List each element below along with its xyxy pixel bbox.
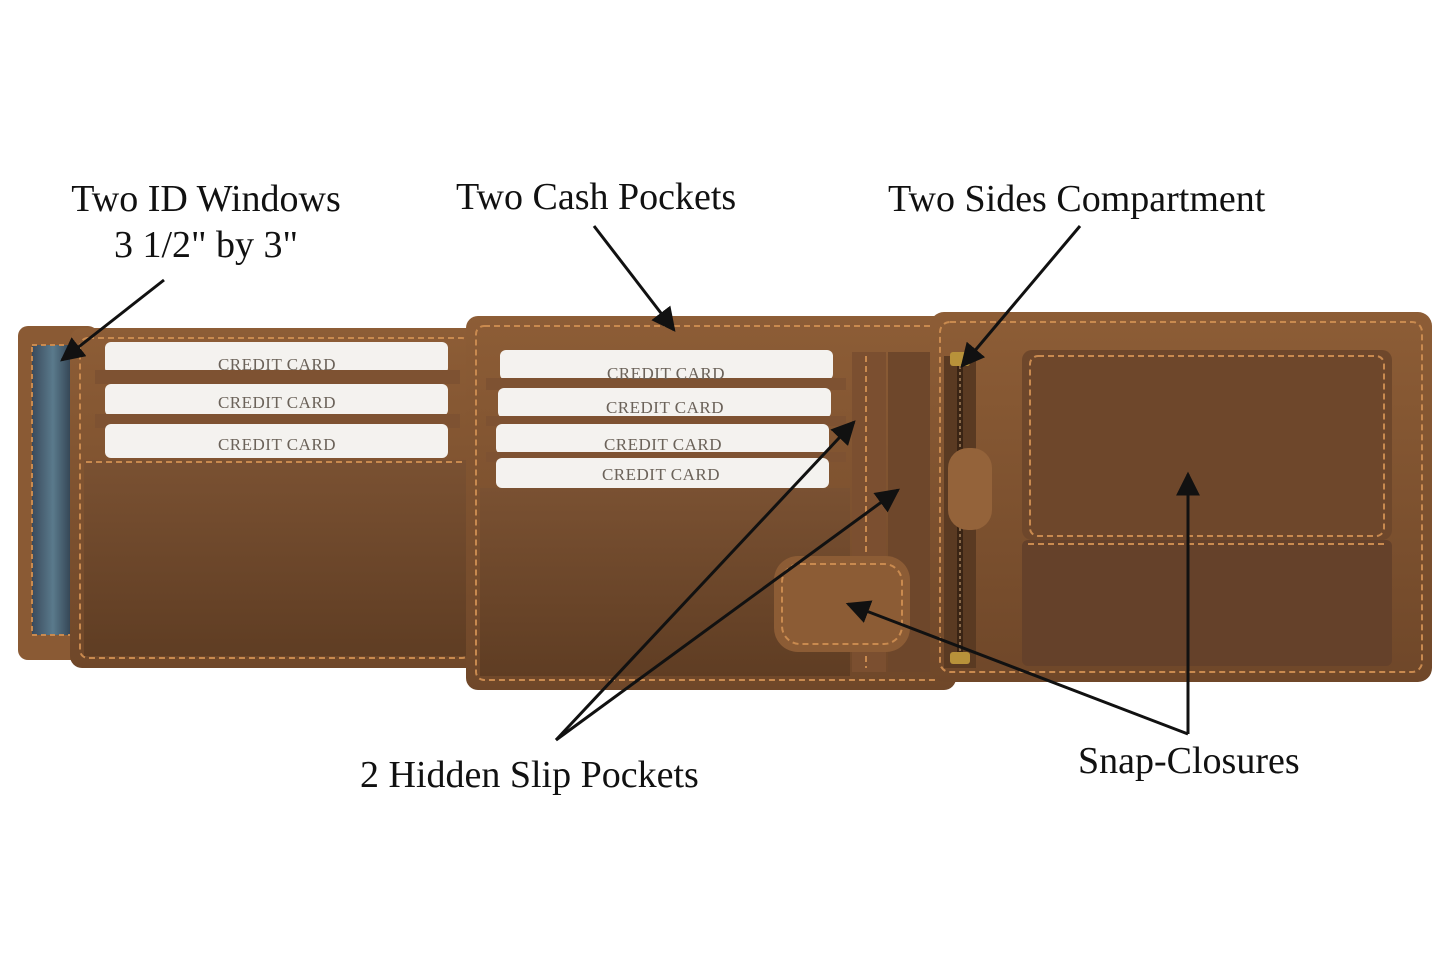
snap-closures-annotation: Snap-Closures bbox=[1078, 740, 1300, 782]
middle-card-slot: CREDIT CARD bbox=[486, 350, 846, 390]
middle-card-slot: CREDIT CARD bbox=[496, 458, 829, 488]
credit-card-label: CREDIT CARD bbox=[218, 435, 336, 454]
left-card-slot: CREDIT CARD bbox=[105, 424, 448, 458]
arrow-sides-compartment bbox=[960, 225, 1082, 368]
credit-card-label: CREDIT CARD bbox=[602, 465, 720, 484]
id-windows-title: Two ID Windows bbox=[71, 178, 341, 220]
cash-pockets-annotation: Two Cash Pockets bbox=[456, 176, 737, 218]
arrow-hidden-slip-1 bbox=[554, 420, 856, 742]
credit-card-label: CREDIT CARD bbox=[218, 355, 336, 374]
arrow-hidden-slip-2 bbox=[555, 488, 900, 742]
sides-compartment-annotation: Two Sides Compartment bbox=[888, 178, 1266, 220]
credit-card-label: CREDIT CARD bbox=[604, 435, 722, 454]
credit-card-label: CREDIT CARD bbox=[606, 398, 724, 417]
id-windows-annotation: Two ID Windows 3 1/2" by 3" bbox=[36, 176, 376, 268]
hidden-slip-pockets-annotation: 2 Hidden Slip Pockets bbox=[360, 754, 699, 796]
left-card-slot: CREDIT CARD bbox=[95, 384, 460, 428]
middle-card-slot: CREDIT CARD bbox=[486, 424, 846, 462]
middle-card-panel: CREDIT CARD CREDIT CARD CREDIT CARD CRED… bbox=[466, 316, 956, 690]
right-panel bbox=[930, 312, 1432, 682]
arrow-cash-pockets bbox=[592, 225, 676, 332]
middle-card-slot: CREDIT CARD bbox=[486, 388, 846, 426]
credit-card-label: CREDIT CARD bbox=[607, 364, 725, 383]
credit-card-label: CREDIT CARD bbox=[218, 393, 336, 412]
arrow-id-windows bbox=[60, 278, 165, 362]
left-card-panel: CREDIT CARD CREDIT CARD CREDIT CARD bbox=[70, 328, 480, 668]
id-windows-size: 3 1/2" by 3" bbox=[113, 224, 299, 266]
annotation-arrows bbox=[60, 225, 1200, 742]
arrow-snap-tab bbox=[845, 600, 1189, 736]
left-card-slot: CREDIT CARD bbox=[95, 342, 460, 384]
